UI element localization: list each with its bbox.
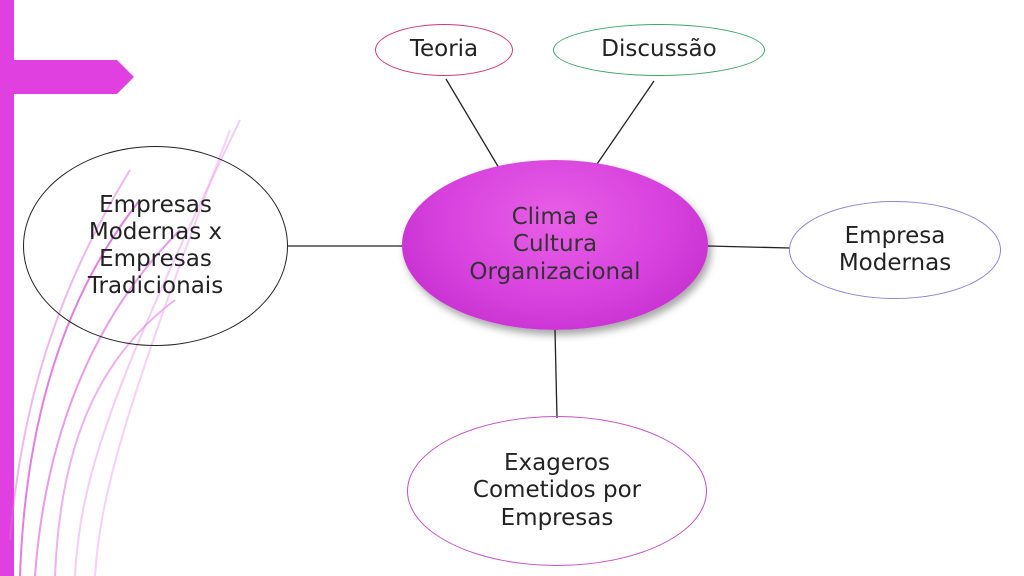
node-empresas-modernas-x-tradicionais: Empresas Modernas x Empresas Tradicionai…	[23, 146, 288, 346]
node-empresa-modernas: Empresa Modernas	[789, 201, 1001, 299]
connector-bottom	[554, 329, 558, 419]
node-discussao: Discussão	[553, 24, 765, 76]
node-discussao-label: Discussão	[601, 36, 717, 63]
connector-right	[707, 245, 791, 249]
node-center-label: Clima e Cultura Organizacional	[469, 204, 641, 285]
node-empresa-modernas-label: Empresa Modernas	[838, 222, 952, 276]
left-accent-arrow	[0, 60, 134, 94]
node-teoria-label: Teoria	[409, 36, 479, 63]
node-teoria: Teoria	[375, 24, 513, 76]
node-exageros: Exageros Cometidos por Empresas	[407, 416, 707, 566]
connectors	[288, 78, 791, 419]
left-accent-bar	[0, 0, 14, 576]
node-empresas-modernas-x-tradicionais-label: Empresas Modernas x Empresas Tradicionai…	[87, 191, 224, 300]
connector-teoria	[445, 78, 500, 169]
node-exageros-label: Exageros Cometidos por Empresas	[472, 450, 642, 531]
node-center-clima-cultura: Clima e Cultura Organizacional	[402, 160, 708, 330]
connector-discussao	[594, 80, 655, 168]
